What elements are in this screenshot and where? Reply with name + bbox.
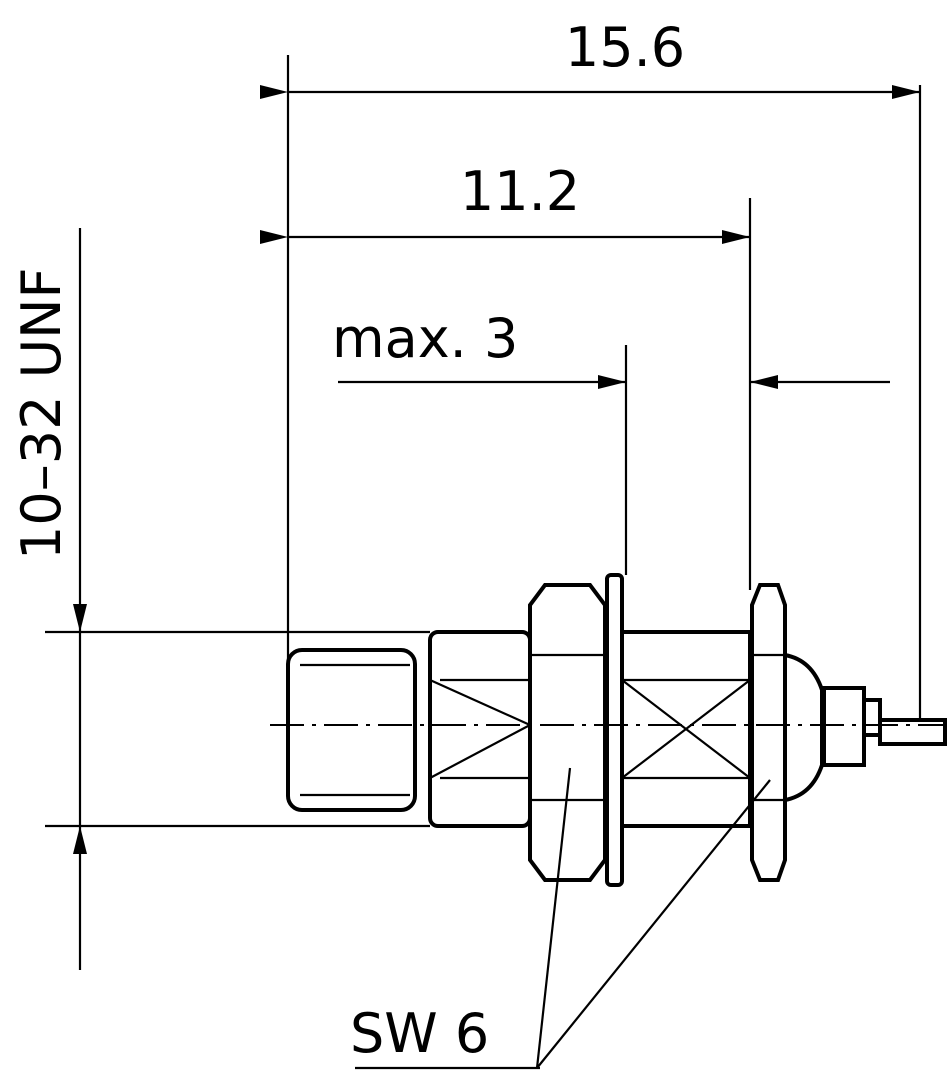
leader-line-rear-nut <box>536 779 771 1069</box>
hex-nut-rear <box>750 583 787 882</box>
leader-line-front-nut <box>535 767 572 1069</box>
lock-washer <box>605 573 624 887</box>
connector-body <box>286 573 947 887</box>
label-overall-length: 15.6 <box>565 16 685 79</box>
label-thread: 10–32 UNF <box>10 267 73 560</box>
label-wrench-size: SW 6 <box>350 1002 489 1065</box>
hex-nut-front <box>528 583 607 882</box>
label-panel-thickness: max. 3 <box>332 307 518 370</box>
contact-pin <box>878 718 947 746</box>
label-body-length: 11.2 <box>460 160 580 223</box>
